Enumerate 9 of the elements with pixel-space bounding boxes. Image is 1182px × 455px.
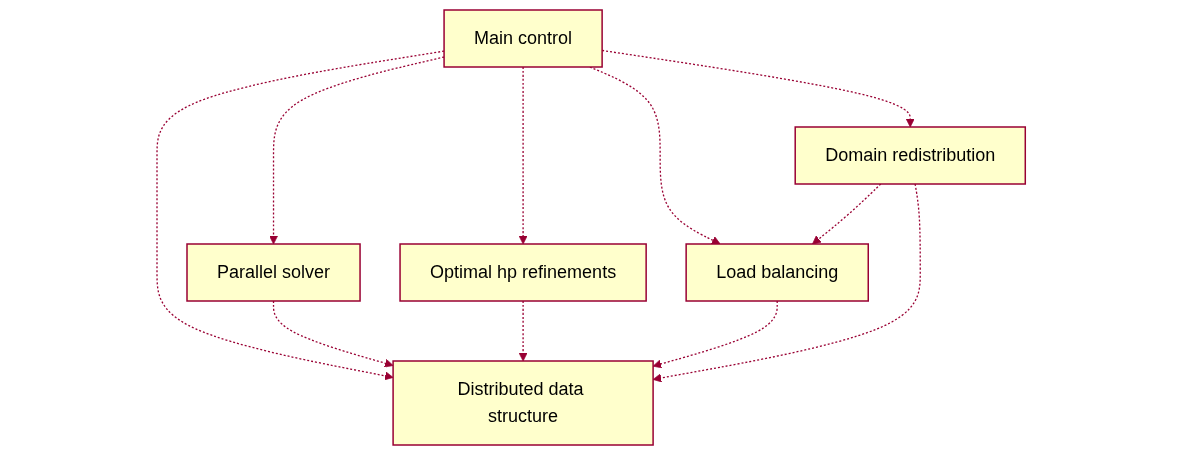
arrow — [812, 183, 882, 245]
arrow — [601, 49, 915, 128]
node-box: Optimal hp refinements — [399, 243, 647, 302]
node-box: Load balancing — [685, 243, 869, 302]
node-box: Main control — [443, 9, 603, 68]
arrow — [652, 183, 921, 383]
node-box: Distributed data structure — [392, 360, 654, 446]
node-box: Domain redistribution — [794, 126, 1026, 185]
node-box: Parallel solver — [186, 243, 361, 302]
